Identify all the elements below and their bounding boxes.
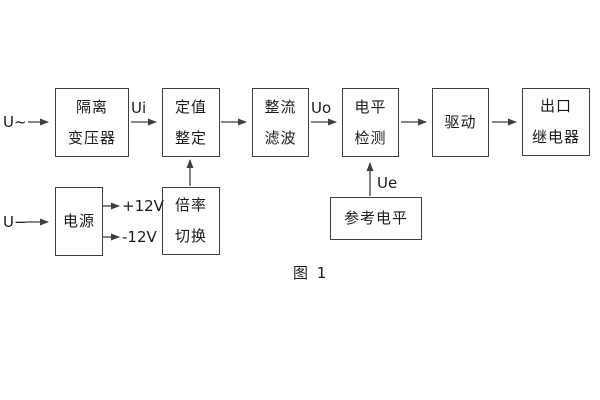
block-driver: 驱动 (432, 88, 489, 157)
block-power-supply: 电源 (55, 187, 103, 256)
signal-ui-label: Ui (131, 99, 147, 117)
block-isolation-transformer-label: 隔离 变压器 (67, 97, 116, 147)
block-setting-adjustment-label: 定值 整定 (174, 97, 207, 147)
block-driver-label: 驱动 (444, 113, 477, 131)
signal-dc-input-label: U− (3, 213, 27, 231)
block-setting-adjustment: 定值 整定 (162, 88, 220, 157)
block-output-relay: 出口 继电器 (522, 88, 590, 156)
signal-ue-label: Ue (377, 174, 398, 192)
signal-ac-input-label: U~ (3, 113, 27, 131)
block-level-detection: 电平 检测 (342, 88, 399, 157)
block-power-supply-label: 电源 (62, 212, 95, 230)
block-rectify-filter-label: 整流 滤波 (264, 97, 297, 147)
block-rectify-filter: 整流 滤波 (252, 88, 309, 157)
signal-uo-label: Uo (311, 99, 332, 117)
signal-plus-12v-label: +12V (122, 197, 164, 215)
block-isolation-transformer: 隔离 变压器 (55, 88, 129, 157)
block-ratio-switch: 倍率 切换 (162, 187, 220, 255)
signal-minus-12v-label: -12V (122, 228, 157, 246)
block-ratio-switch-label: 倍率 切换 (174, 196, 207, 245)
figure-caption: 图 1 (293, 264, 329, 282)
block-output-relay-label: 出口 继电器 (531, 97, 580, 146)
block-reference-level: 参考电平 (330, 197, 422, 240)
block-level-detection-label: 电平 检测 (354, 97, 387, 147)
block-reference-level-label: 参考电平 (343, 209, 408, 227)
